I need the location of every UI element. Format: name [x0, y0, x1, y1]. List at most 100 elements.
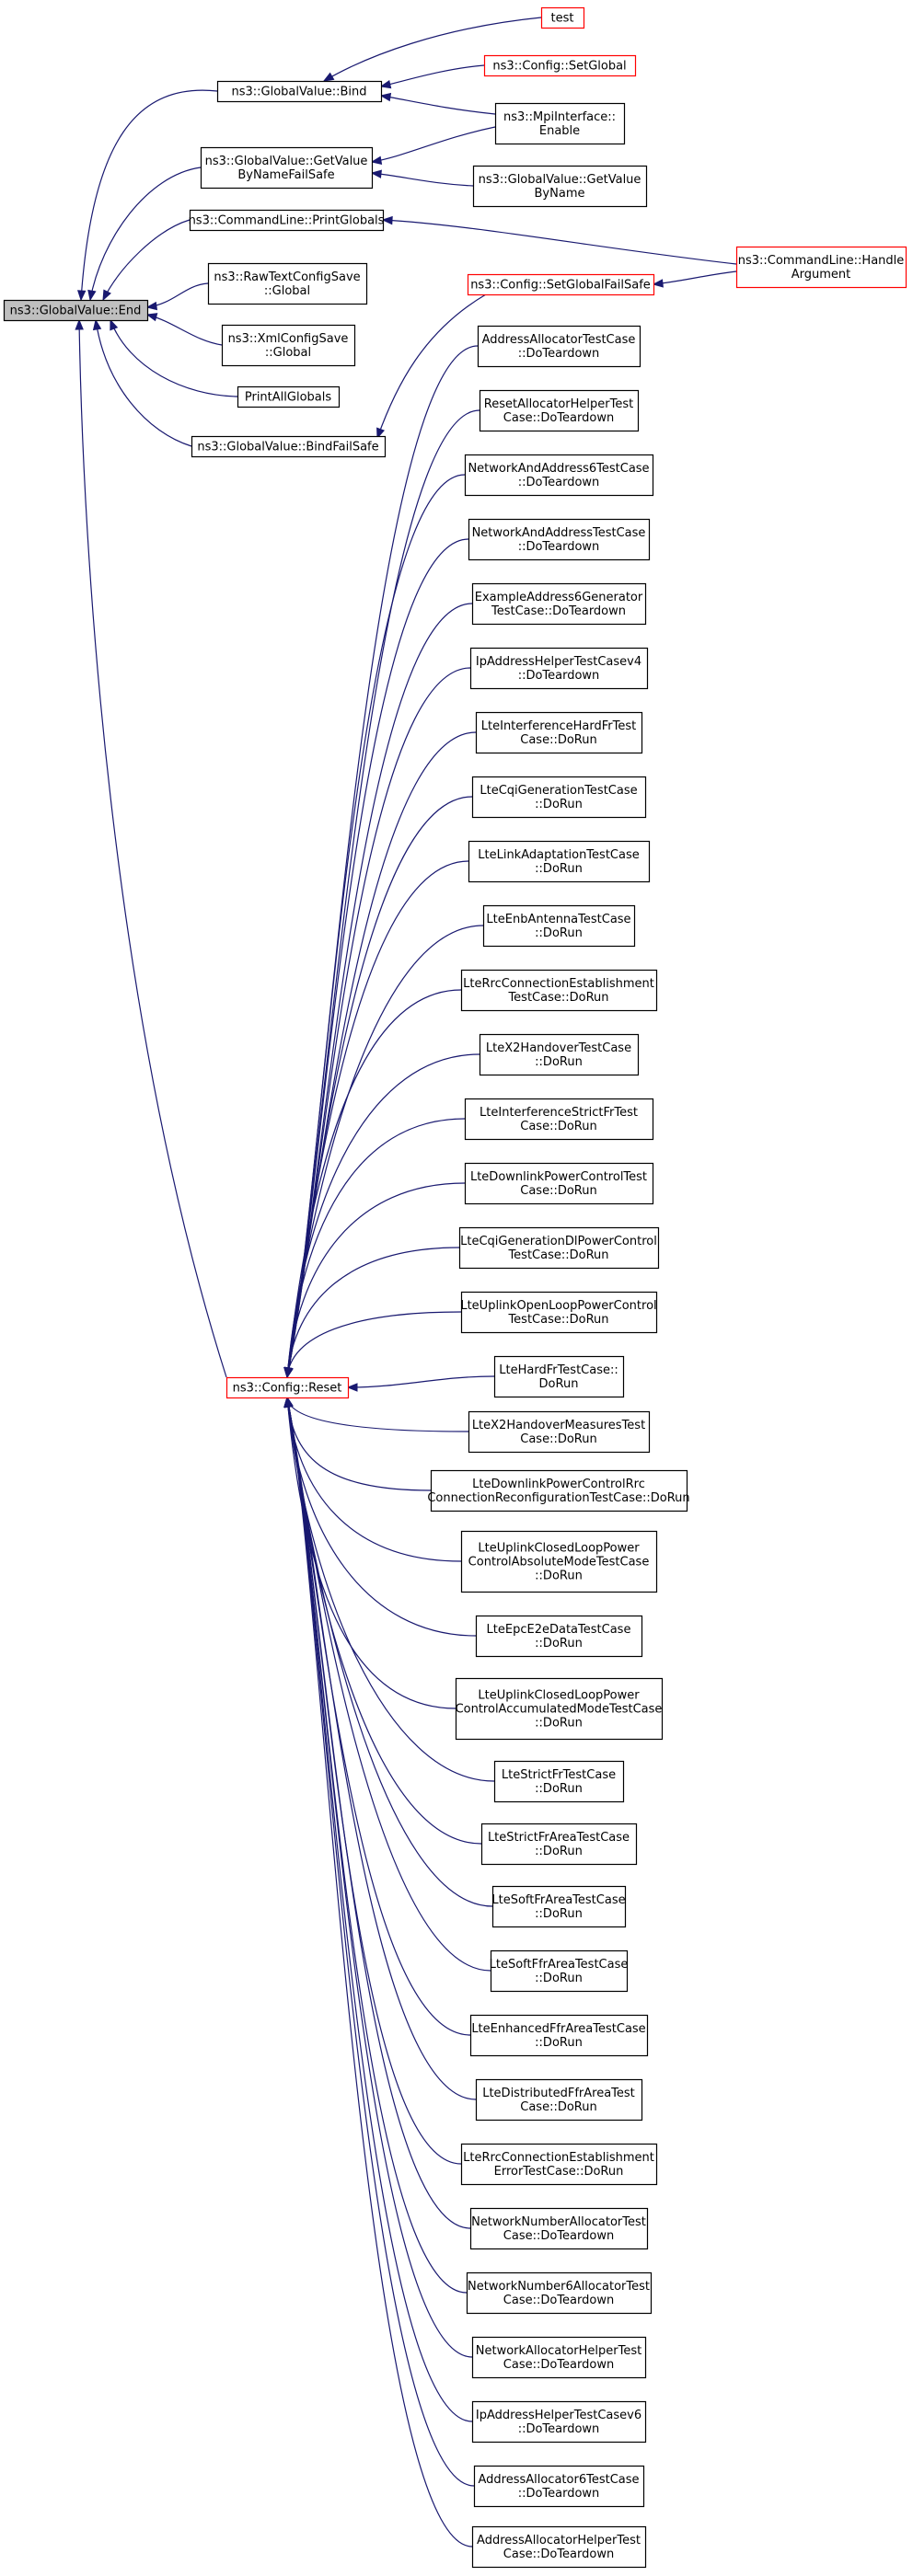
node-reset-caller[interactable]: AddressAllocatorTestCase::DoTeardown — [477, 325, 641, 368]
node-reset-caller-label: Case::DoTeardown — [503, 2229, 614, 2243]
node-reset-caller[interactable]: LteStrictFrAreaTestCase::DoRun — [480, 1823, 638, 1866]
node-reset-caller-label: ::DoRun — [535, 1637, 583, 1650]
edge-resetcaller-27-to-configreset — [286, 1397, 477, 2100]
node-config-reset-box — [225, 1376, 350, 1399]
node-config-setglobalfailsafe[interactable]: ns3::Config::SetGlobalFailSafe — [467, 273, 655, 296]
node-reset-caller[interactable]: LteUplinkOpenLoopPowerControlTestCase::D… — [460, 1291, 658, 1334]
node-reset-caller[interactable]: LteEnhancedFfrAreaTestCase::DoRun — [469, 2014, 649, 2057]
node-globalvalue-bind[interactable]: ns3::GlobalValue::Bind — [216, 80, 383, 103]
node-globalvalue-end[interactable]: ns3::GlobalValue::End — [3, 299, 149, 322]
node-reset-caller-label: ::DoRun — [535, 1717, 583, 1731]
node-reset-caller-label: LteX2HandoverMeasuresTest — [472, 1419, 645, 1432]
node-reset-caller[interactable]: LteX2HandoverTestCase::DoRun — [479, 1033, 640, 1076]
node-commandline-printglobals-label: ns3::CommandLine::PrintGlobals — [189, 214, 385, 228]
node-reset-caller-label: ::DoTeardown — [518, 476, 600, 489]
node-reset-caller-box — [455, 1677, 664, 1741]
node-commandline-printglobals[interactable]: ns3::CommandLine::PrintGlobals — [189, 209, 385, 232]
node-reset-caller[interactable]: NetworkAndAddressTestCase::DoTeardown — [468, 518, 651, 561]
node-globalvalue-bind-label: ns3::GlobalValue::Bind — [232, 86, 367, 99]
node-reset-caller[interactable]: ExampleAddress6GeneratorTestCase::DoTear… — [471, 582, 647, 626]
node-reset-caller[interactable]: NetworkAllocatorHelperTestCase::DoTeardo… — [471, 2336, 647, 2379]
node-reset-caller-label: LteEpcE2eDataTestCase — [487, 1623, 631, 1637]
node-reset-caller-label: NetworkAndAddress6TestCase — [468, 462, 649, 476]
edge-resetcaller-29-to-configreset — [286, 1397, 471, 2229]
node-reset-caller-label: ControlAccumulatedModeTestCase — [456, 1703, 663, 1717]
node-reset-caller[interactable]: AddressAllocatorHelperTestCase::DoTeardo… — [471, 2525, 647, 2569]
node-reset-caller[interactable]: NetworkNumber6AllocatorTestCase::DoTeard… — [466, 2271, 653, 2315]
node-reset-caller-label: ErrorTestCase::DoRun — [494, 2165, 624, 2179]
node-globalvalue-getvaluebyname-label: ns3::GlobalValue::GetValue — [479, 173, 641, 187]
node-reset-caller[interactable]: LteCqiGenerationDlPowerControlTestCase::… — [458, 1226, 660, 1270]
node-reset-caller-box — [469, 2014, 649, 2057]
node-reset-caller-box — [491, 1885, 627, 1928]
node-reset-caller[interactable]: LteSoftFfrAreaTestCase::DoRun — [490, 1949, 629, 1993]
node-config-setglobal[interactable]: ns3::Config::SetGlobal — [483, 54, 637, 77]
node-reset-caller-label: LteHardFrTestCase:: — [499, 1363, 618, 1377]
edge-bindfailsafe-to-end-arrowhead — [92, 318, 102, 331]
node-reset-caller[interactable]: NetworkAndAddress6TestCase::DoTeardown — [464, 454, 654, 497]
node-reset-caller[interactable]: LteStrictFrTestCase::DoRun — [493, 1760, 625, 1803]
node-globalvalue-getvaluebynamefailsafe-label: ns3::GlobalValue::GetValue — [205, 155, 368, 168]
node-globalvalue-bindfailsafe[interactable]: ns3::GlobalValue::BindFailSafe — [191, 435, 387, 458]
node-reset-caller[interactable]: IpAddressHelperTestCasev6::DoTeardown — [471, 2400, 647, 2444]
node-reset-caller-box — [473, 2465, 645, 2508]
node-rawtextconfigsave-global[interactable]: ns3::RawTextConfigSave::Global — [207, 262, 368, 305]
node-reset-caller[interactable]: LteEnbAntennaTestCase::DoRun — [482, 904, 636, 948]
edge-configreset-to-end — [78, 319, 227, 1378]
node-test[interactable]: test — [540, 6, 585, 29]
node-reset-caller-label: IpAddressHelperTestCasev4 — [476, 655, 641, 669]
node-reset-caller-label: Case::DoRun — [520, 1432, 596, 1446]
edge-bindfailsafe-to-end — [95, 319, 192, 447]
node-reset-caller-label: ::DoRun — [535, 862, 583, 876]
node-reset-caller-label: LteUplinkOpenLoopPowerControl — [460, 1299, 656, 1313]
node-reset-caller-label: ::DoRun — [535, 1570, 583, 1583]
edge-resetcaller-16-to-configreset-arrowhead — [346, 1383, 358, 1392]
node-reset-caller-box — [458, 1226, 660, 1270]
node-commandline-handleargument-label: ns3::CommandLine::Handle — [738, 254, 905, 268]
node-reset-caller[interactable]: IpAddressHelperTestCasev4::DoTeardown — [469, 647, 649, 690]
node-reset-caller[interactable]: AddressAllocator6TestCase::DoTeardown — [473, 2465, 645, 2508]
node-globalvalue-bindfailsafe-label: ns3::GlobalValue::BindFailSafe — [197, 441, 378, 454]
node-reset-caller[interactable]: LteCqiGenerationTestCase::DoRun — [471, 776, 647, 819]
node-reset-caller[interactable]: LteHardFrTestCase::DoRun — [493, 1355, 625, 1398]
node-reset-caller-label: ResetAllocatorHelperTest — [484, 397, 633, 411]
node-reset-caller[interactable]: LteRrcConnectionEstablishmentTestCase::D… — [460, 969, 658, 1012]
edge-rawtext-to-end-arrowhead — [145, 301, 158, 311]
node-reset-caller-label: Case::DoRun — [520, 2100, 596, 2114]
node-reset-caller[interactable]: LteUplinkClosedLoopPowerControlAccumulat… — [455, 1677, 664, 1741]
node-config-setglobalfailsafe-label: ns3::Config::SetGlobalFailSafe — [470, 279, 651, 293]
node-mpiinterface-enable[interactable]: ns3::MpiInterface::Enable — [494, 102, 626, 145]
node-reset-caller-label: LteEnhancedFfrAreaTestCase — [471, 2022, 645, 2036]
node-reset-caller[interactable]: NetworkNumberAllocatorTestCase::DoTeardo… — [469, 2207, 649, 2250]
node-reset-caller-label: ::DoTeardown — [518, 2487, 600, 2501]
node-reset-caller[interactable]: LteUplinkClosedLoopPowerControlAbsoluteM… — [460, 1530, 658, 1593]
node-reset-caller[interactable]: LteSoftFrAreaTestCase::DoRun — [491, 1885, 627, 1928]
edge-setglobal-to-bind-arrowhead — [379, 80, 392, 89]
node-reset-caller-box — [460, 969, 658, 1012]
edge-resetcaller-6-to-configreset — [286, 731, 477, 1378]
node-config-reset[interactable]: ns3::Config::Reset — [225, 1376, 350, 1399]
edge-bind-to-end-arrowhead — [76, 290, 87, 302]
node-reset-caller[interactable]: LteEpcE2eDataTestCase::DoRun — [475, 1615, 643, 1658]
node-reset-caller[interactable]: LteRrcConnectionEstablishmentErrorTestCa… — [460, 2143, 658, 2186]
edge-getvaluebyname-to-getvaluebynamefailsafe-arrowhead — [370, 169, 382, 178]
edge-resetcaller-5-to-configreset — [286, 667, 471, 1378]
edge-bind-to-end — [80, 89, 218, 301]
node-printallglobals[interactable]: PrintAllGlobals — [237, 385, 341, 408]
edge-resetcaller-15-to-configreset — [286, 1311, 462, 1378]
edge-resetcaller-14-to-configreset — [286, 1247, 460, 1378]
node-reset-caller[interactable]: LteLinkAdaptationTestCase::DoRun — [468, 840, 651, 883]
node-xmlconfigsave-global[interactable]: ns3::XmlConfigSave::Global — [221, 324, 356, 367]
node-reset-caller-label: LteStrictFrAreaTestCase — [488, 1831, 630, 1845]
edge-printglobals-to-end — [102, 219, 191, 301]
node-reset-caller[interactable]: LteDownlinkPowerControlRrcConnectionReco… — [427, 1469, 690, 1512]
